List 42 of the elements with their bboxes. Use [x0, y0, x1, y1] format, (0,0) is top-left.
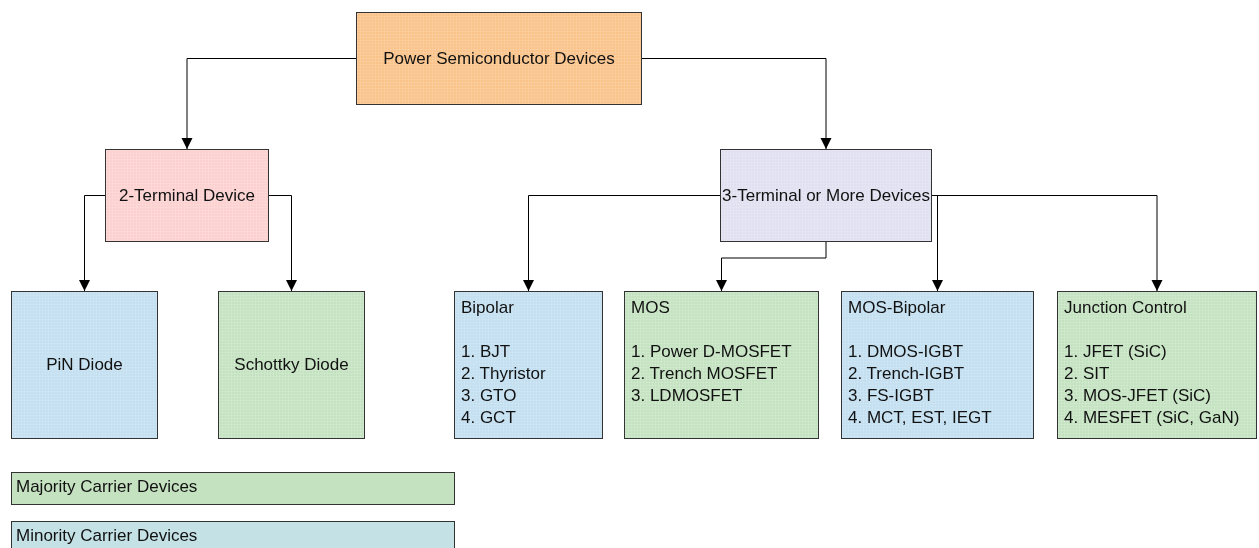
category-heading: MOS [631, 297, 670, 319]
node-label: 3-Terminal or More Devices [722, 184, 930, 207]
list-item: 3. GTO [461, 385, 517, 407]
device-box [720, 149, 932, 242]
legend-label: Majority Carrier Devices [16, 477, 198, 496]
legend-label: Minority Carrier Devices [16, 526, 198, 545]
connector-arrow [79, 195, 106, 292]
list-item: 3. FS-IGBT [848, 385, 934, 407]
list-item: 4. GCT [461, 407, 516, 429]
device-box [218, 291, 365, 439]
node-label: 2-Terminal Device [118, 184, 255, 207]
list-item: 3. MOS-JFET (SiC) [1064, 385, 1212, 407]
list-item: 1. BJT [461, 341, 511, 363]
category-heading: MOS-Bipolar [848, 297, 946, 319]
category-box [841, 291, 1034, 439]
category-box [624, 291, 819, 439]
connector-arrow [268, 195, 297, 292]
list-item: 2. Trench MOSFET [631, 363, 778, 385]
node-label: PiN Diode [46, 354, 123, 376]
connector-arrow [641, 58, 832, 150]
category-heading: Bipolar [461, 297, 514, 319]
list-item: 1. JFET (SiC) [1064, 341, 1167, 363]
node-label: Power Semiconductor Devices [383, 47, 615, 70]
device-box [105, 149, 269, 242]
list-item: 4. MESFET (SiC, GaN) [1064, 407, 1240, 429]
list-item: 1. DMOS-IGBT [848, 341, 964, 363]
category-box [454, 291, 603, 439]
connector-arrow [931, 195, 943, 292]
node-label: Schottky Diode [234, 354, 349, 376]
list-item: 2. Thyristor [461, 363, 546, 385]
connector-arrow [523, 195, 721, 292]
category-box [1057, 291, 1257, 439]
list-item: 2. SIT [1064, 363, 1110, 385]
list-item: 3. LDMOSFET [631, 385, 743, 407]
device-box [356, 12, 642, 105]
list-item: 2. Trench-IGBT [848, 363, 965, 385]
device-box [11, 291, 158, 439]
list-item: 1. Power D-MOSFET [631, 341, 792, 363]
connector-arrow [181, 58, 357, 150]
category-heading: Junction Control [1064, 297, 1187, 319]
list-item: 4. MCT, EST, IEGT [848, 407, 992, 429]
connector-arrow [716, 241, 827, 292]
